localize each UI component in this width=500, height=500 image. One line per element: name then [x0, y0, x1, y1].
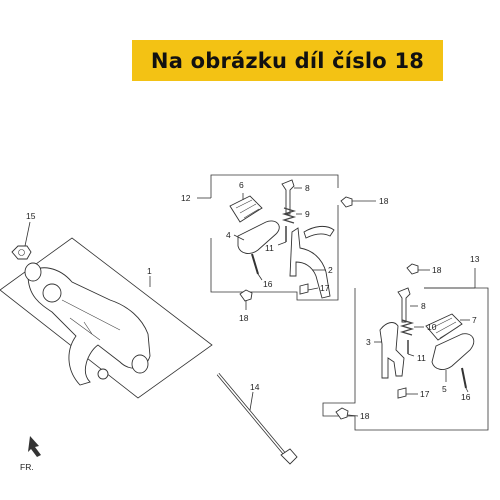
bracket-assembly-1: [0, 237, 213, 399]
leader-11b: [407, 353, 415, 357]
bolt-18-low: [239, 289, 253, 302]
callout-8b: 8: [421, 301, 426, 311]
bolt-18-group-right: [335, 263, 430, 420]
frame-top: [210, 174, 339, 198]
footpeg-bracket-3: [379, 322, 405, 379]
bolt-18-group-mid: [239, 196, 376, 310]
leader-14: [249, 391, 254, 411]
callout-15: 15: [26, 211, 36, 221]
callout-10: 10: [427, 322, 437, 332]
leader-17a: [307, 287, 319, 291]
bracket-frame: [0, 237, 213, 399]
direction-label: FR.: [20, 462, 34, 472]
pin-8b: [397, 287, 411, 323]
callout-16a: 16: [263, 279, 273, 289]
callout-14: 14: [250, 382, 260, 392]
washer-17a: [299, 283, 309, 295]
long-bolt-14: [216, 372, 298, 465]
spring-9: [281, 207, 297, 224]
banner-text: Na obrázku díl číslo 18: [150, 48, 425, 73]
footpeg-4: [237, 220, 280, 254]
washer-17b: [397, 387, 407, 399]
callout-2: 2: [328, 265, 333, 275]
bushing-right: [131, 354, 149, 374]
callout-labels: 1 2 3 4 5 6 7 8 8 9 10 11 11 12 13 14 15…: [20, 180, 480, 472]
callout-12: 12: [181, 193, 191, 203]
leader-16b: [465, 387, 469, 393]
callout-17a: 17: [320, 283, 330, 293]
bolt-head: [280, 448, 298, 465]
callout-4: 4: [226, 230, 231, 240]
footrest-assembly-13: [322, 268, 489, 431]
bracket-ribs: [61, 299, 121, 341]
callout-11b: 11: [417, 353, 426, 363]
callout-18d: 18: [360, 411, 370, 421]
mount-hole: [97, 368, 109, 380]
footpeg-rubber-7: [425, 313, 463, 341]
rubber-grip-7: [431, 317, 459, 339]
footpeg-rubber-6: [229, 195, 263, 223]
bolt-16a: [251, 253, 259, 275]
footrest-assembly-12: [197, 174, 339, 301]
nut-shape: [11, 245, 32, 260]
leader-18d: [347, 414, 359, 417]
spring-10: [399, 319, 415, 336]
front-direction-arrow: [28, 436, 41, 457]
bushing-left: [24, 262, 42, 282]
callout-18a: 18: [379, 196, 389, 206]
part-number-banner: Na obrázku díl číslo 18: [132, 40, 443, 81]
callout-3: 3: [366, 337, 371, 347]
callout-11a: 11: [265, 243, 274, 253]
bushing-mid: [42, 283, 62, 303]
bolt-shaft-inner: [217, 373, 289, 459]
leader-15: [24, 221, 31, 247]
bolt-18-top: [340, 196, 353, 208]
arrow-icon: [28, 436, 41, 457]
callout-13: 13: [470, 254, 480, 264]
callout-18c: 18: [432, 265, 442, 275]
leader-11a: [277, 241, 287, 246]
nut-hole: [18, 249, 25, 256]
rubber-grip: [235, 199, 260, 219]
leader-4: [233, 234, 245, 241]
nut-15: [11, 221, 32, 260]
callout-16b: 16: [461, 392, 471, 402]
frame-bottom: [210, 205, 339, 301]
callout-9: 9: [305, 209, 310, 219]
footpeg-bracket-2: [289, 227, 331, 299]
pin-8: [281, 179, 295, 215]
bracket-arm: [303, 225, 335, 239]
callout-18b: 18: [239, 313, 249, 323]
callout-1: 1: [147, 266, 152, 276]
bolt-18-right-low: [335, 407, 349, 420]
bolt-18-right-top: [406, 263, 419, 275]
callout-6: 6: [239, 180, 244, 190]
footpeg-5: [431, 333, 475, 370]
callout-7: 7: [472, 315, 477, 325]
callout-5: 5: [442, 384, 447, 394]
leader-16a: [257, 273, 263, 281]
callout-17b: 17: [420, 389, 430, 399]
callout-8a: 8: [305, 183, 310, 193]
bolt-16b: [461, 367, 467, 389]
